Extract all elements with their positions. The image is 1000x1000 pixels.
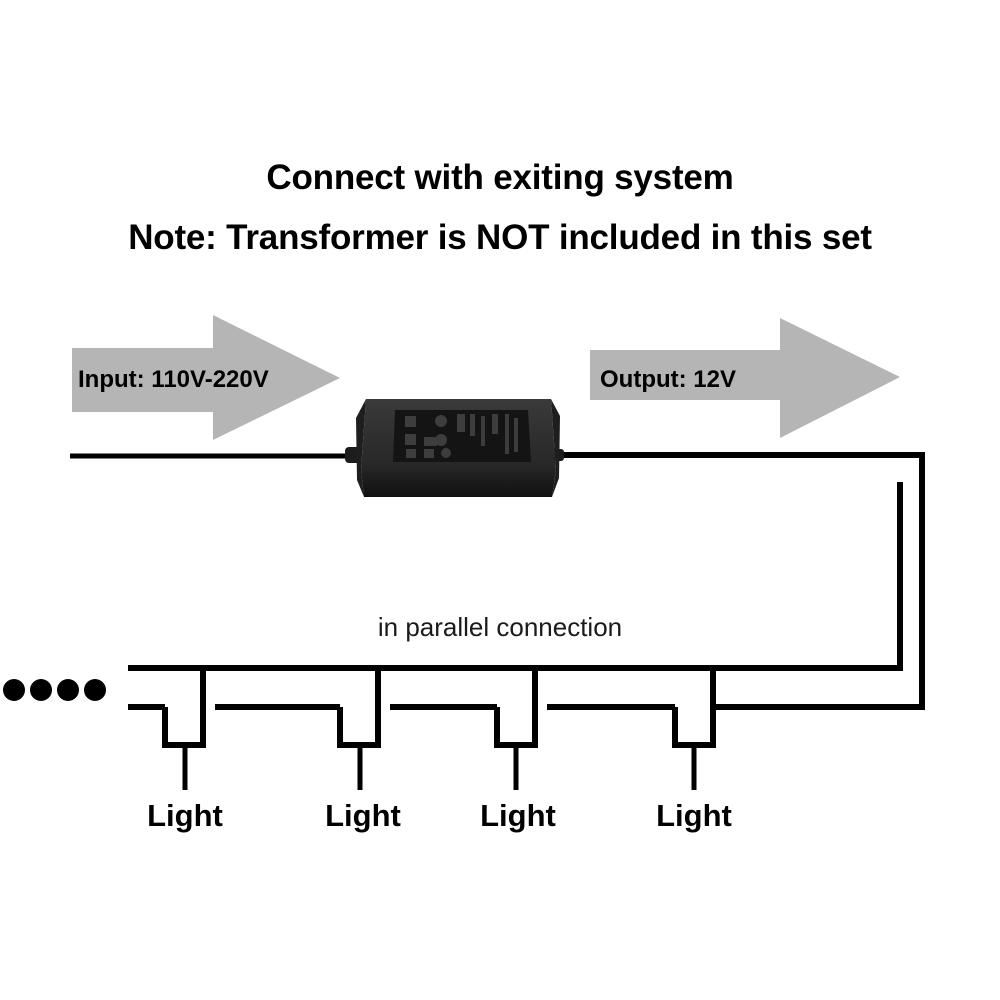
cert-mark-round bbox=[435, 434, 447, 446]
continuation-dot bbox=[30, 679, 52, 701]
cert-mark-round bbox=[435, 415, 447, 427]
cert-mark-bin bbox=[406, 449, 416, 458]
cert-mark-box bbox=[405, 434, 416, 445]
parallel-connection-label: in parallel connection bbox=[377, 612, 623, 642]
note-text: Note: Transformer is NOT included in thi… bbox=[128, 218, 872, 257]
continuation-dots bbox=[3, 679, 106, 701]
output-voltage-label: Output: 12V bbox=[600, 366, 736, 393]
light-label-1: Light bbox=[147, 798, 223, 833]
input-voltage-label: Input: 110V-220V bbox=[78, 366, 269, 393]
cert-mark-bar bbox=[470, 414, 475, 436]
output-arrow-icon bbox=[590, 318, 900, 438]
continuation-dot bbox=[84, 679, 106, 701]
adapter-right-end bbox=[551, 399, 560, 497]
output-cable-run bbox=[558, 452, 925, 710]
input-arrow-icon bbox=[72, 315, 340, 440]
light-label-2: Light bbox=[325, 798, 401, 833]
light-label-4: Light bbox=[656, 798, 732, 833]
cert-mark-text bbox=[514, 418, 518, 452]
cert-mark-bar bbox=[492, 414, 498, 434]
continuation-dot bbox=[3, 679, 25, 701]
cert-mark-text bbox=[505, 414, 509, 454]
page-title: Connect with exiting system bbox=[266, 158, 734, 197]
adapter-front-face bbox=[361, 470, 556, 497]
adapter-left-end bbox=[356, 399, 366, 497]
cert-mark-round bbox=[441, 448, 451, 458]
cert-mark-box bbox=[405, 416, 416, 427]
cert-mark-x bbox=[424, 449, 434, 458]
light-label-3: Light bbox=[480, 798, 556, 833]
cert-marks bbox=[405, 414, 518, 458]
cert-mark-bar bbox=[481, 416, 485, 446]
continuation-dot bbox=[57, 679, 79, 701]
cert-mark-ce bbox=[424, 437, 437, 446]
cert-mark-bar bbox=[457, 414, 465, 432]
